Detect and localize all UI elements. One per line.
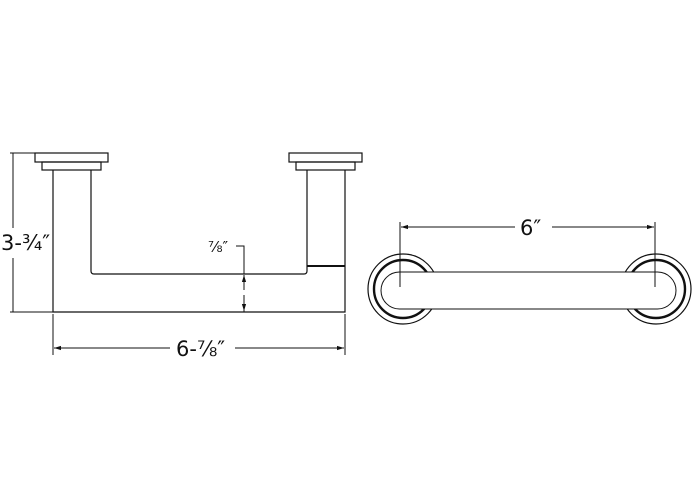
- right-flange-base: [295, 161, 356, 171]
- width-label: 6-⅞″: [176, 337, 225, 361]
- left-flange-base: [41, 161, 102, 171]
- top-view: [367, 253, 692, 325]
- height-label: 3-¾″: [1, 231, 50, 255]
- center-dimension: [399, 222, 656, 287]
- handle-outline: [52, 170, 346, 313]
- thickness-dimension: [236, 245, 247, 312]
- center-to-center-label: 6″: [520, 216, 541, 240]
- right-flange: [288, 152, 363, 163]
- grab-bar: [380, 271, 677, 310]
- width-dimension: [52, 314, 346, 355]
- thickness-label: ⅞″: [208, 238, 229, 256]
- left-flange: [34, 152, 109, 163]
- side-view: [34, 152, 363, 313]
- height-dimension: [10, 152, 53, 313]
